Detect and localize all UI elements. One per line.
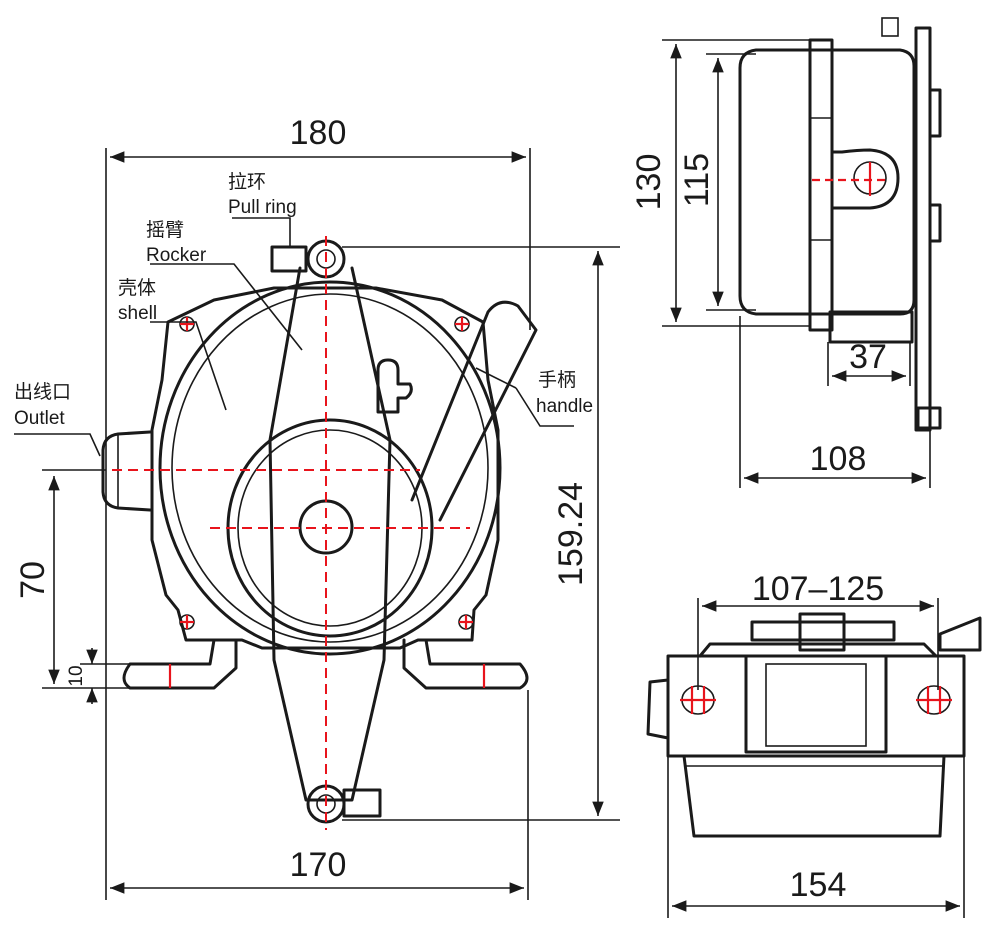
screw-tl	[179, 316, 195, 332]
label-shell-cn: 壳体	[118, 277, 156, 299]
side-view	[662, 17, 942, 488]
dim-108: 108	[810, 440, 867, 478]
bottom-center-block	[744, 654, 888, 754]
right-foot	[402, 638, 529, 690]
side-hub-lobe	[830, 148, 900, 210]
screw-tr	[454, 316, 470, 332]
shell-outline	[150, 286, 500, 650]
bottom-hole-left	[680, 685, 716, 715]
shell-ring	[158, 280, 502, 656]
side-plate	[914, 26, 932, 432]
side-base	[828, 310, 914, 344]
bottom-tab	[342, 788, 382, 818]
bottom-body	[682, 754, 946, 838]
label-pull-ring-en: Pull ring	[228, 197, 297, 218]
label-shell-en: shell	[118, 303, 157, 324]
handle	[410, 300, 538, 522]
keyhole	[376, 358, 413, 414]
shell-inner-ring	[171, 293, 489, 643]
label-pull-ring-cn: 拉环	[228, 171, 266, 193]
front-view	[14, 217, 574, 830]
label-handle-cn: 手柄	[538, 369, 576, 391]
front-dimensions	[42, 148, 620, 900]
dim-70: 70	[14, 561, 52, 599]
label-outlet-en: Outlet	[14, 408, 65, 429]
outlet-gland	[101, 430, 152, 512]
dim-170: 170	[290, 846, 347, 884]
side-body	[738, 48, 916, 316]
bottom-top-bar	[750, 620, 896, 642]
dim-154: 154	[790, 866, 847, 904]
bottom-gland	[646, 678, 670, 740]
bottom-hole-right	[916, 685, 952, 715]
bottom-view	[646, 598, 982, 918]
screw-br	[458, 614, 474, 630]
pull-ring-tab	[270, 245, 308, 273]
label-handle-en: handle	[536, 396, 593, 417]
dim-10: 10	[66, 665, 87, 686]
dim-180: 180	[290, 114, 347, 152]
label-rocker-cn: 摇臂	[146, 219, 184, 241]
dim-130: 130	[630, 154, 668, 211]
dim-159-24: 159.24	[552, 482, 590, 586]
rocker-arm	[268, 266, 392, 802]
dim-115: 115	[678, 153, 716, 207]
dim-37: 37	[849, 338, 887, 376]
left-foot	[122, 638, 238, 690]
screw-bl	[179, 614, 195, 630]
dim-107-125: 107–125	[752, 570, 884, 608]
label-rocker-en: Rocker	[146, 245, 207, 266]
bottom-handle-knob	[938, 616, 982, 652]
side-flange	[808, 38, 834, 332]
label-outlet-cn: 出线口	[14, 381, 71, 403]
